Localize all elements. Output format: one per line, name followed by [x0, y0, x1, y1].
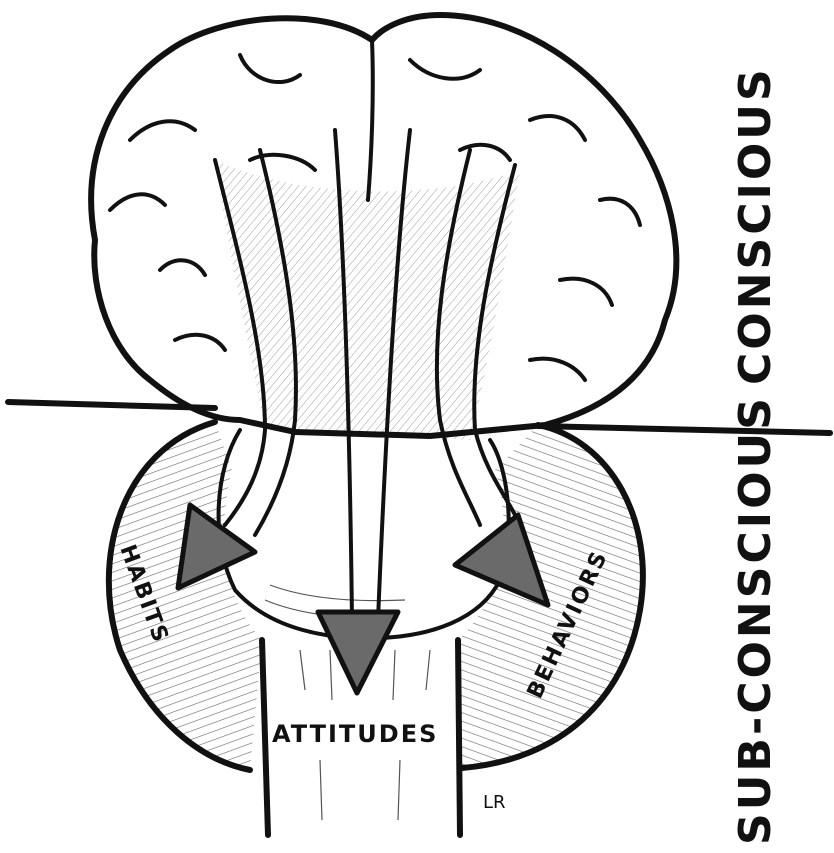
label-conscious: CONSCIOUS	[730, 66, 781, 385]
artist-signature: LR	[483, 792, 506, 813]
inner-cup	[219, 430, 509, 638]
label-sub-conscious: SUB-CONSCIOUS	[730, 395, 781, 845]
right-lower-lobe	[458, 425, 643, 768]
label-attitudes: ATTITUDES	[272, 720, 438, 748]
upper-brain	[91, 15, 676, 440]
